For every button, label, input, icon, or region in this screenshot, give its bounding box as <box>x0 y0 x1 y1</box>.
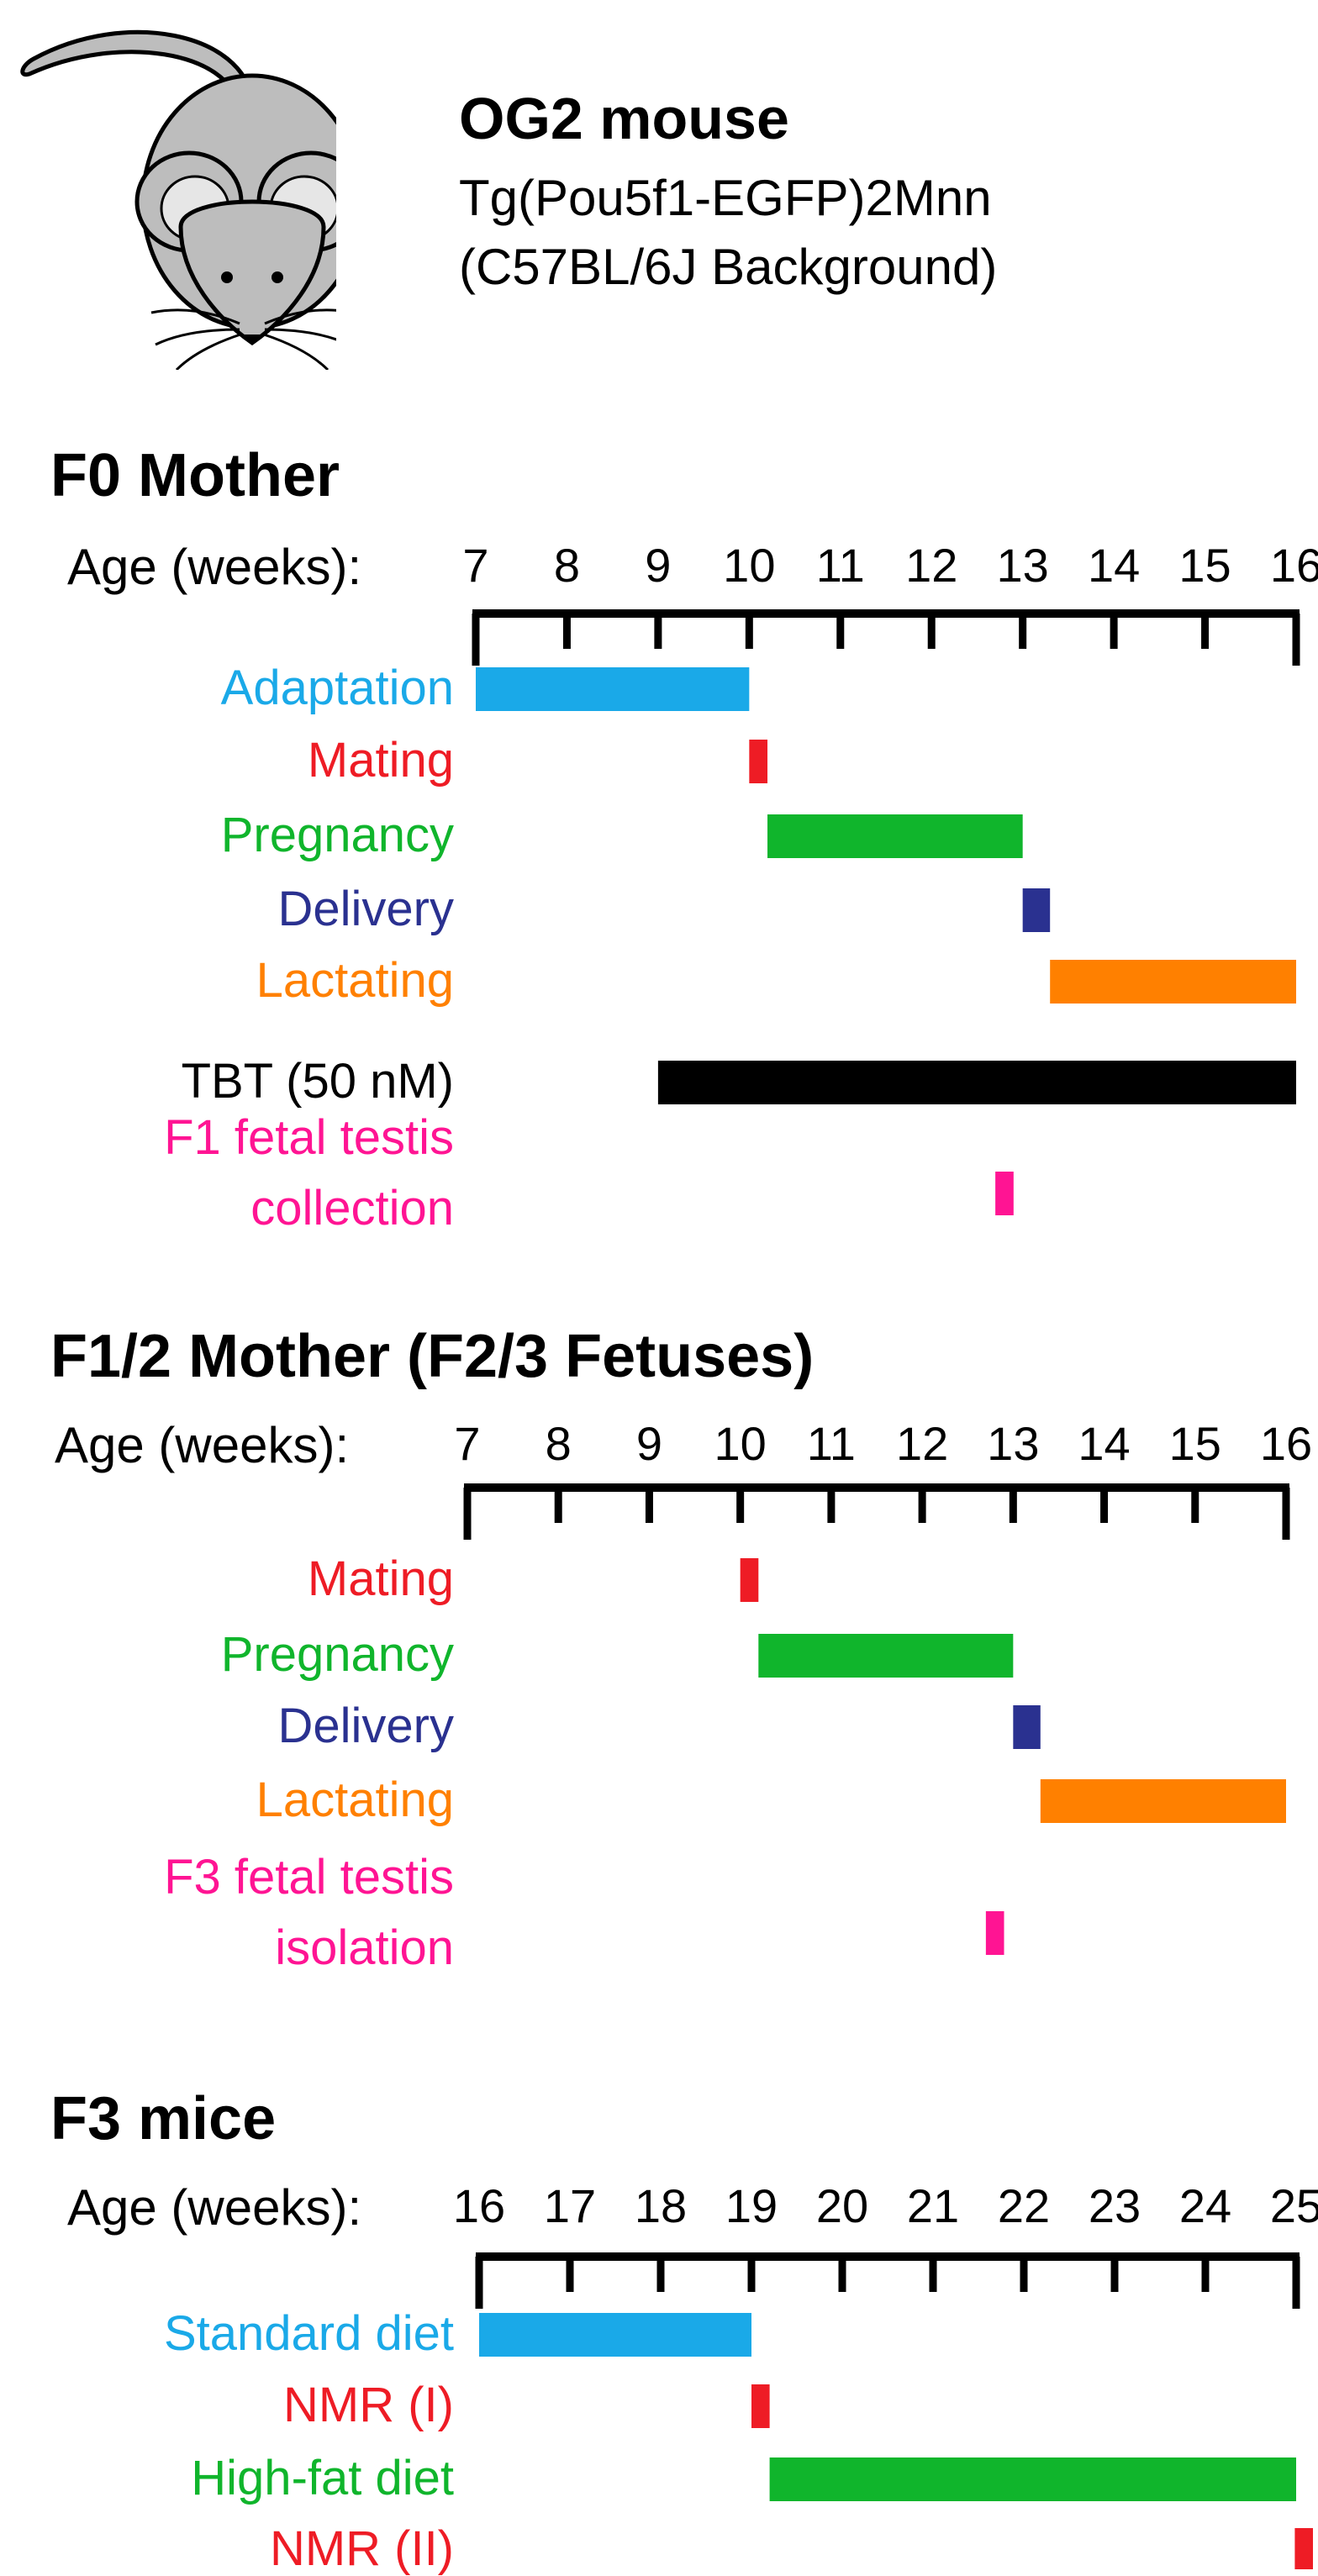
timeline-bar <box>476 667 750 711</box>
tick-label: 8 <box>553 539 581 592</box>
tick-label: 11 <box>815 539 865 592</box>
row-label: NMR (I) <box>283 2378 454 2432</box>
tick-label: 14 <box>1078 1417 1131 1470</box>
tick-label: 11 <box>806 1417 856 1470</box>
timeline-bar <box>758 1634 1014 1678</box>
row-label: Mating <box>307 733 454 788</box>
tick-label: 7 <box>462 539 489 592</box>
row-label: High-fat diet <box>191 2451 454 2505</box>
tick-label: 19 <box>725 2179 778 2232</box>
tick-label: 15 <box>1178 539 1231 592</box>
tick-label: 16 <box>1259 1417 1313 1470</box>
row-label: Lactating <box>256 953 454 1008</box>
tick-label: 7 <box>454 1417 481 1470</box>
timeline-bar <box>995 1172 1014 1215</box>
row-label: Delivery <box>277 1699 455 1753</box>
background-name: (C57BL/6J Background) <box>459 239 998 295</box>
tick-label: 13 <box>996 539 1049 592</box>
tick-label: 21 <box>906 2179 960 2232</box>
row-label: Mating <box>307 1551 454 1606</box>
panel-title: F3 mice <box>50 2085 277 2152</box>
timeline-bar <box>479 2313 751 2357</box>
tick-label: 24 <box>1178 2179 1232 2232</box>
tick-label: 16 <box>452 2179 506 2232</box>
tick-label: 25 <box>1269 2179 1318 2232</box>
tick-label: 23 <box>1088 2179 1141 2232</box>
tick-label: 13 <box>987 1417 1040 1470</box>
tick-label: 15 <box>1168 1417 1221 1470</box>
timeline-bar <box>751 2384 770 2428</box>
tick-label: 12 <box>905 539 958 592</box>
row-label: Pregnancy <box>220 1627 454 1682</box>
timeline-bar <box>1022 888 1051 932</box>
row-label: TBT (50 nM) <box>181 1054 454 1109</box>
axis-label: Age (weeks): <box>67 539 362 595</box>
timeline-bar <box>1294 2528 1313 2569</box>
timeline-bar <box>657 1061 1296 1104</box>
page-title: OG2 mouse <box>459 86 789 151</box>
tick-label: 14 <box>1087 539 1141 592</box>
tick-label: 22 <box>997 2179 1051 2232</box>
tick-label: 16 <box>1269 539 1318 592</box>
tick-label: 10 <box>723 539 776 592</box>
axis-label: Age (weeks): <box>55 1417 350 1473</box>
row-label: Adaptation <box>220 661 454 715</box>
timeline-bar <box>767 814 1023 858</box>
timeline-bar <box>740 1558 759 1602</box>
timeline-bar <box>1050 960 1296 1004</box>
mouse-icon <box>20 29 336 370</box>
row-label: Lactating <box>256 1773 454 1827</box>
timeline-bar <box>769 2457 1296 2501</box>
timeline-bar <box>749 740 768 783</box>
axis-label: Age (weeks): <box>67 2179 362 2236</box>
panel-title: F0 Mother <box>50 442 340 509</box>
timeline-bar <box>1040 1779 1286 1823</box>
row-label: NMR (II) <box>269 2521 454 2576</box>
strain-name: Tg(Pou5f1-EGFP)2Mnn <box>459 170 992 226</box>
row-label: Pregnancy <box>220 808 454 862</box>
tick-label: 17 <box>543 2179 597 2232</box>
panel-title: F1/2 Mother (F2/3 Fetuses) <box>50 1323 815 1390</box>
tick-label: 10 <box>714 1417 767 1470</box>
tick-label: 18 <box>634 2179 688 2232</box>
timeline-bar <box>1013 1705 1041 1749</box>
tick-label: 20 <box>815 2179 869 2232</box>
row-label: Delivery <box>277 882 455 936</box>
tick-label: 8 <box>545 1417 572 1470</box>
timeline-bar <box>985 1911 1004 1955</box>
tick-label: 9 <box>635 1417 663 1470</box>
tick-label: 12 <box>895 1417 949 1470</box>
tick-label: 9 <box>645 539 672 592</box>
row-label: Standard diet <box>163 2306 454 2361</box>
